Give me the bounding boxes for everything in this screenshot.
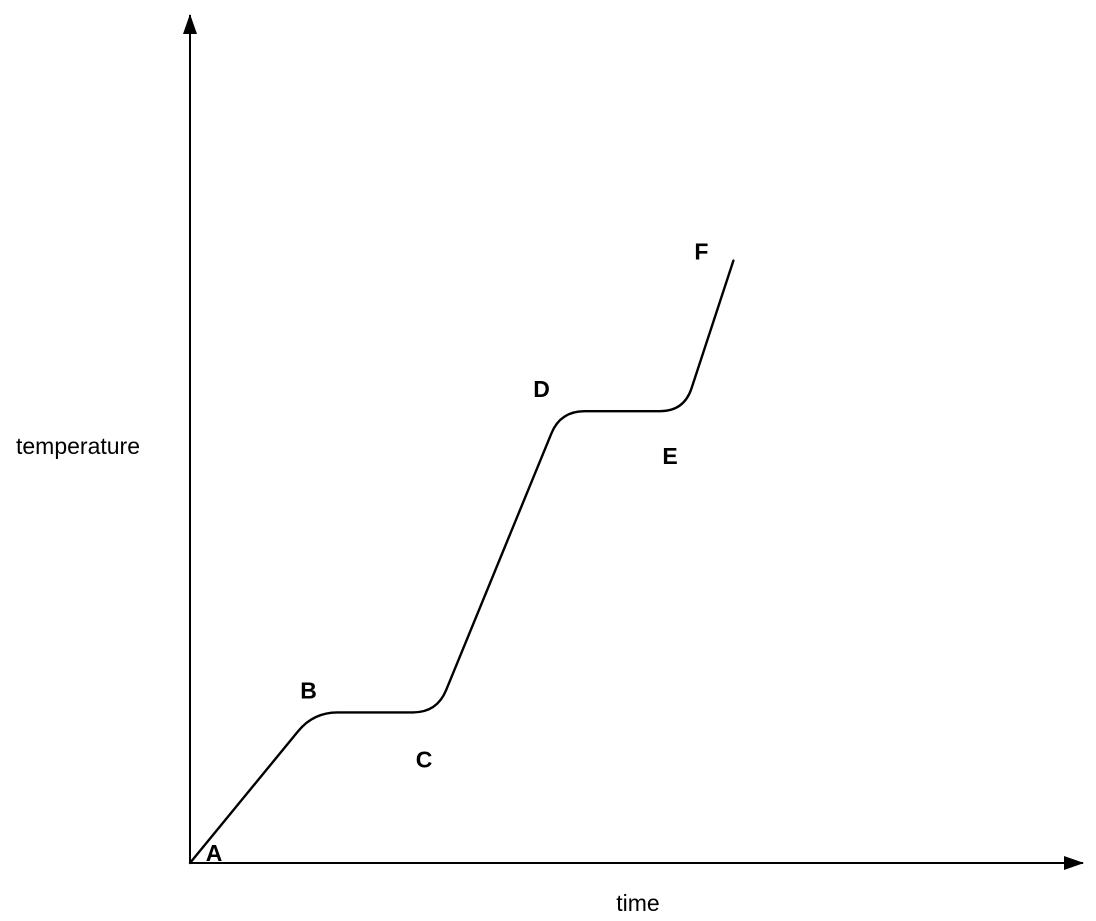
point-labels: A B C D E F bbox=[206, 239, 709, 866]
point-label-d: D bbox=[533, 376, 550, 402]
point-label-e: E bbox=[662, 443, 677, 469]
x-axis-title: time bbox=[616, 890, 659, 916]
point-label-c: C bbox=[416, 746, 433, 772]
point-label-a: A bbox=[206, 840, 223, 866]
point-label-f: F bbox=[694, 239, 708, 265]
y-axis-title: temperature bbox=[16, 433, 140, 459]
temperature-curve bbox=[188, 259, 735, 865]
point-label-b: B bbox=[300, 677, 317, 703]
